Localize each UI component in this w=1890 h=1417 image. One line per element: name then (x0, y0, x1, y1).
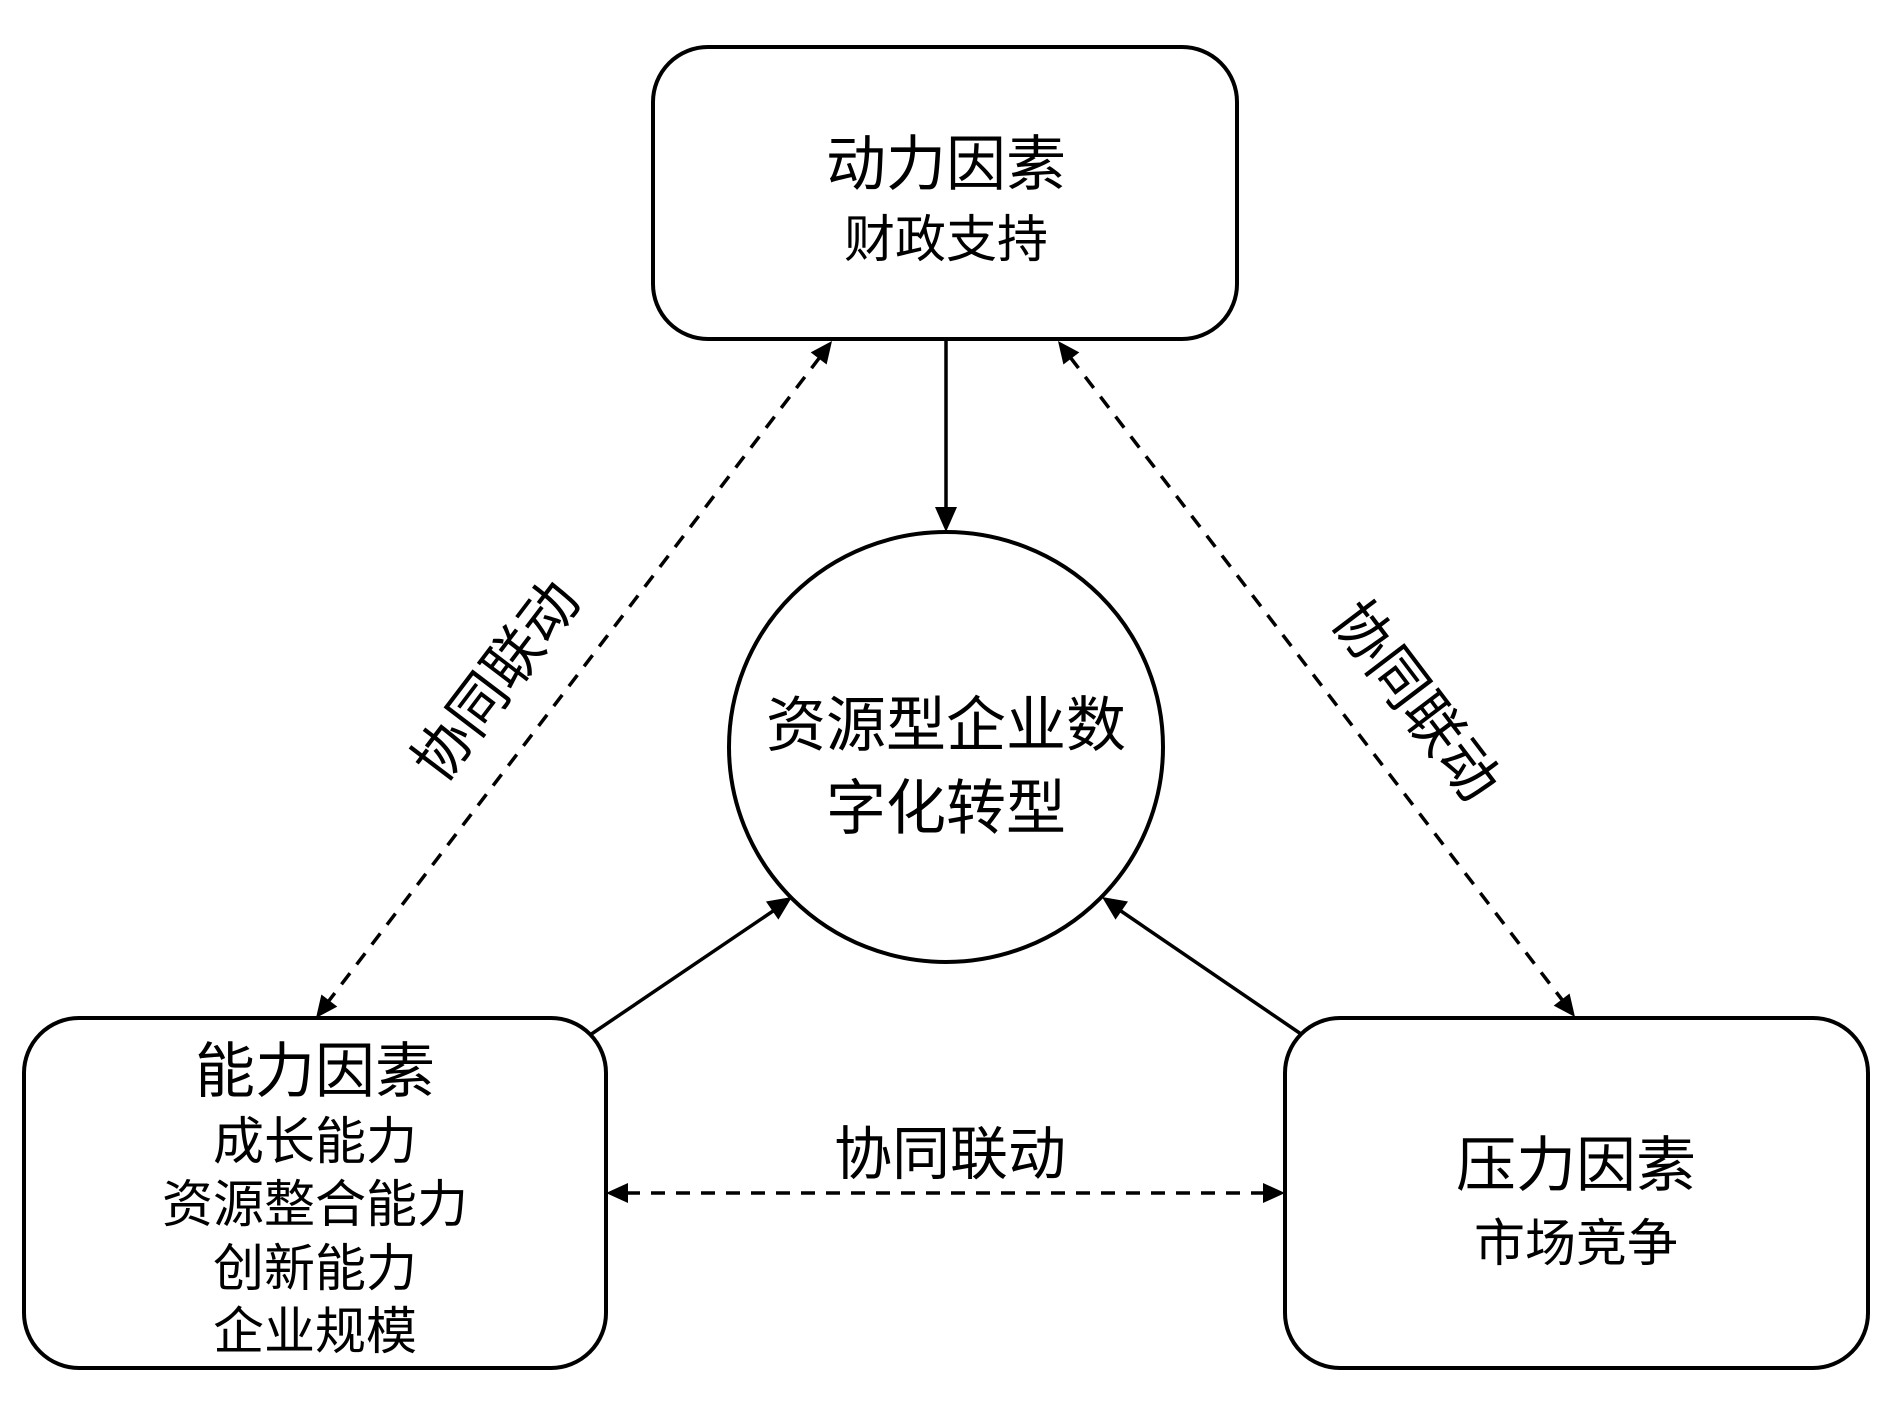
node-title-top: 动力因素 (826, 130, 1066, 200)
arrowhead-icon (316, 994, 338, 1018)
node-item-left-1: 资源整合能力 (162, 1176, 468, 1235)
node-item-right-0: 市场竞争 (1474, 1215, 1678, 1274)
arrowhead-icon (1058, 341, 1080, 365)
dashed-link-line (326, 355, 822, 1004)
arrowhead-icon (606, 1183, 628, 1203)
node-pressure-factors: 压力因素 市场竞争 (1283, 1016, 1870, 1370)
arrow-right-to-center (1102, 897, 1302, 1036)
link-left-right: 协同联动 (606, 1120, 1285, 1203)
arrow-line (589, 907, 777, 1037)
node-driving-factors: 动力因素 财政支持 (651, 45, 1239, 341)
arrow-line (1117, 907, 1302, 1036)
arrowhead-icon (810, 341, 832, 365)
center-title-line-2: 字化转型 (826, 774, 1066, 844)
node-title-left: 能力因素 (195, 1037, 435, 1107)
arrowhead-icon (935, 507, 957, 532)
dashed-link-line (1068, 355, 1565, 1003)
arrow-left-to-center (589, 897, 792, 1037)
node-item-left-0: 成长能力 (213, 1113, 417, 1172)
node-title-right: 压力因素 (1456, 1131, 1696, 1201)
arrowhead-icon (765, 897, 792, 920)
link-label-top-right: 协同联动 (1319, 588, 1513, 814)
node-item-left-3: 企业规模 (213, 1303, 417, 1362)
node-item-left-2: 创新能力 (213, 1240, 417, 1299)
arrowhead-icon (1263, 1183, 1285, 1203)
node-item-top-0: 财政支持 (844, 211, 1048, 270)
link-label-top-left: 协同联动 (399, 568, 593, 794)
link-label-left-right: 协同联动 (834, 1120, 1066, 1188)
arrow-top-to-center (935, 339, 957, 532)
arrowhead-icon (1553, 993, 1575, 1017)
arrowhead-icon (1102, 897, 1129, 920)
node-capability-factors: 能力因素 成长能力 资源整合能力 创新能力 企业规模 (22, 1016, 608, 1370)
center-title-line-1: 资源型企业数 (766, 691, 1126, 761)
center-node: 资源型企业数 字化转型 (727, 530, 1165, 964)
